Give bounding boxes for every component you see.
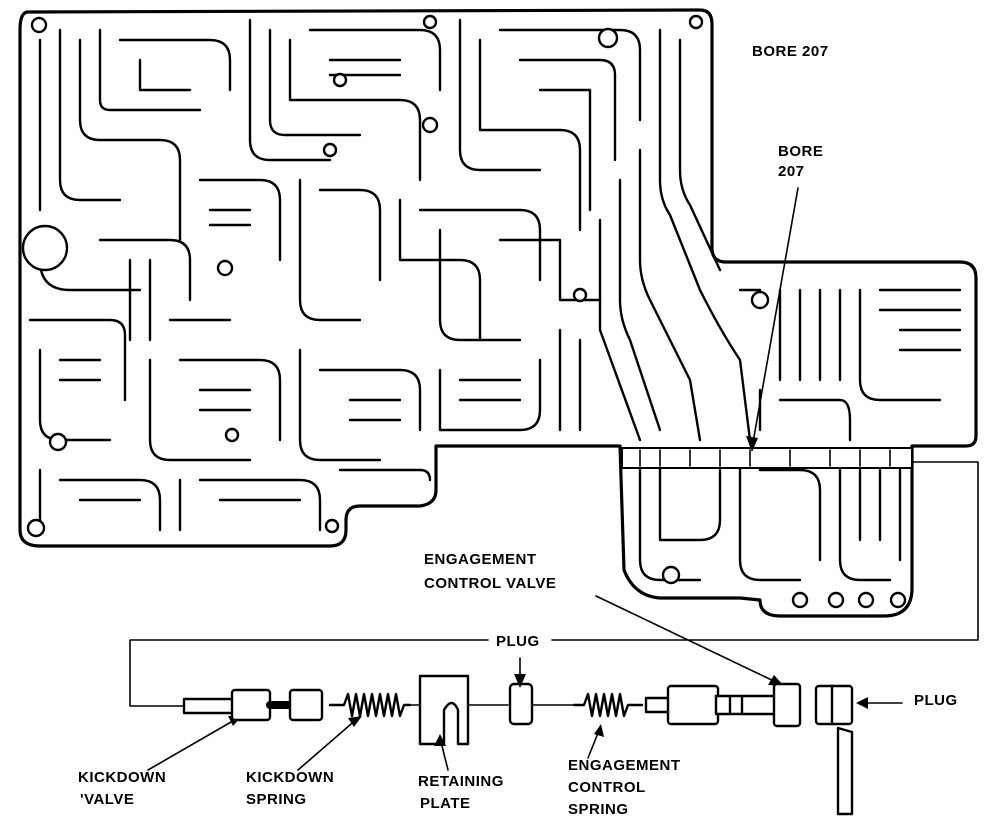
retaining-plate-label-line1: RETAINING bbox=[418, 773, 504, 790]
plug-right-part bbox=[814, 684, 854, 726]
plug-top-label: PLUG bbox=[496, 633, 540, 650]
bore-207-callout-line2: 207 bbox=[778, 163, 805, 180]
plug-right-label: PLUG bbox=[914, 692, 958, 709]
engagement-spring-label-line3: SPRING bbox=[568, 801, 629, 818]
kickdown-spring-label-line1: KICKDOWN bbox=[246, 769, 335, 786]
valve-body-plate bbox=[18, 8, 978, 618]
bore-207-band bbox=[621, 447, 913, 469]
bore-207-title: BORE 207 bbox=[752, 43, 829, 60]
fluid-passages bbox=[28, 18, 962, 582]
engagement-valve-part bbox=[644, 682, 802, 728]
retaining-pin-part bbox=[836, 726, 854, 816]
bore-207-callout-line1: BORE bbox=[778, 143, 824, 160]
exploded-view-frame bbox=[129, 461, 979, 707]
engagement-spring-label-line1: ENGAGEMENT bbox=[568, 757, 681, 774]
plate-holes bbox=[21, 14, 907, 609]
engagement-valve-label-line2: CONTROL VALVE bbox=[424, 575, 557, 592]
kickdown-spring-label-line2: SPRING bbox=[246, 791, 307, 808]
plug-top-part bbox=[508, 682, 534, 726]
kickdown-spring-part bbox=[328, 692, 412, 718]
bore-207-band-hatching bbox=[639, 449, 891, 467]
engagement-spring-label-line2: CONTROL bbox=[568, 779, 646, 796]
kickdown-valve-part bbox=[182, 688, 324, 722]
retaining-plate-label-line2: PLATE bbox=[420, 795, 471, 812]
engagement-valve-label-line1: ENGAGEMENT bbox=[424, 551, 537, 568]
engagement-spring-part bbox=[572, 692, 644, 718]
retaining-plate-part bbox=[418, 674, 470, 746]
kickdown-valve-label-line1: KICKDOWN bbox=[78, 769, 167, 786]
kickdown-valve-label-line2: 'VALVE bbox=[80, 791, 135, 808]
